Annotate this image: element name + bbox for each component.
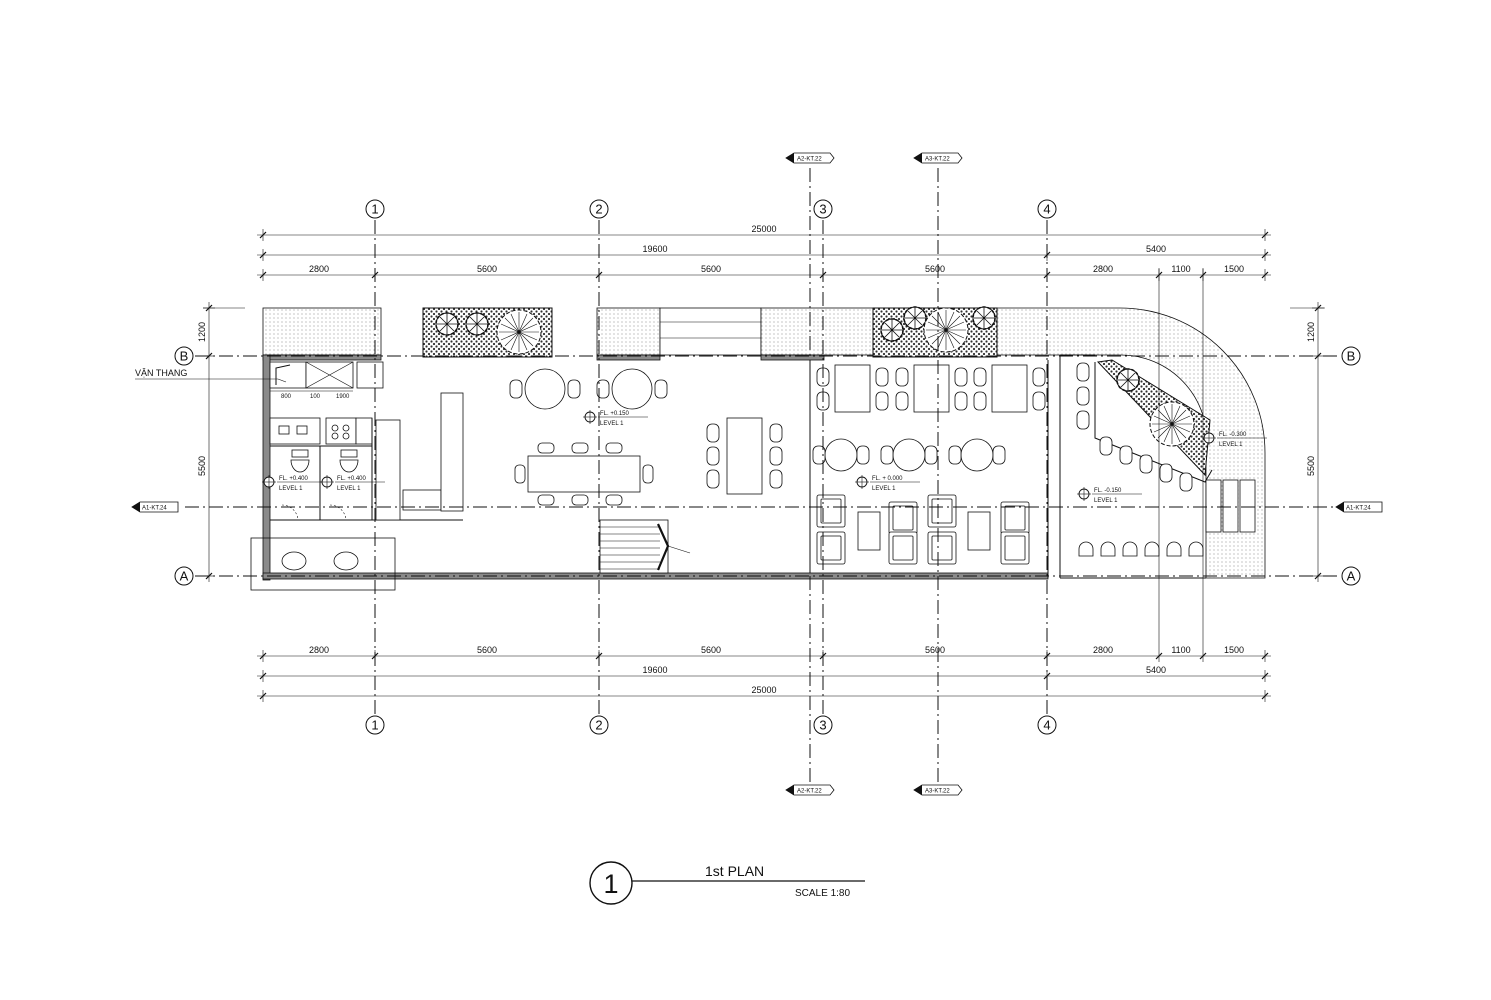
level-fl-2: FL. +0.400 bbox=[337, 476, 367, 482]
grid-label-1-top: 1 bbox=[371, 202, 378, 217]
section-label-left-a1: A1-KT.24 bbox=[142, 506, 167, 512]
dim-right-0: 1200 bbox=[1306, 322, 1316, 342]
dim-bottom-total-0: 25000 bbox=[751, 685, 776, 695]
dining-area-left bbox=[509, 368, 783, 506]
dim-top-bay-0: 2800 bbox=[309, 264, 329, 274]
elev-dim-1: 800 bbox=[281, 394, 292, 400]
level-lv-4: LEVEL 1 bbox=[1094, 498, 1118, 504]
grid-label-4-top: 4 bbox=[1043, 202, 1050, 217]
grid-label-2-bottom: 2 bbox=[595, 718, 602, 733]
elevator-label: VẬN THANG 800 100 1900 bbox=[135, 368, 353, 400]
level-lv-2: LEVEL 1 bbox=[337, 486, 361, 492]
grid-label-A-right: A bbox=[1347, 569, 1356, 584]
section-label-bottom-a2: A2-KT.22 bbox=[797, 789, 822, 795]
section-mark-right-a1 bbox=[1335, 501, 1383, 513]
dim-right-1: 5500 bbox=[1306, 456, 1316, 476]
dim-bottom-part-1: 5400 bbox=[1146, 665, 1166, 675]
dim-top-bay-6: 1500 bbox=[1224, 264, 1244, 274]
dim-bottom-bay-0: 2800 bbox=[309, 645, 329, 655]
staircase bbox=[599, 519, 691, 574]
dim-top-total-0: 25000 bbox=[751, 224, 776, 234]
dim-left-1: 5500 bbox=[197, 456, 207, 476]
dim-top-part-1: 5400 bbox=[1146, 244, 1166, 254]
grid-bubble-2-top bbox=[589, 199, 609, 219]
dimension-lines: 25000 19600 5400 2800 5600 5600 5600 2800 1100 15… bbox=[197, 224, 1325, 702]
seating-area-mid bbox=[812, 364, 1046, 565]
grid-bubble-1-top bbox=[365, 199, 385, 219]
title-number: 1 bbox=[603, 869, 618, 899]
grid-bubble-4-top bbox=[1037, 199, 1057, 219]
level-fl-0: FL. +0.150 bbox=[600, 411, 630, 417]
grid-bubble-B-right bbox=[1341, 346, 1361, 366]
dim-top-bay-3: 5600 bbox=[925, 264, 945, 274]
dim-top-part-0: 19600 bbox=[642, 244, 667, 254]
bar-area bbox=[1076, 359, 1256, 557]
grid-bubble-3-bottom bbox=[813, 715, 833, 735]
dim-bottom-bay-5: 1100 bbox=[1171, 645, 1190, 655]
section-label-top-a3: A3-KT.22 bbox=[925, 157, 950, 163]
elevator-label-text: VẬN THANG bbox=[135, 368, 187, 378]
title-scale: SCALE 1:80 bbox=[795, 888, 850, 899]
grid-label-1-bottom: 1 bbox=[371, 718, 378, 733]
grid-bubble-B-left bbox=[174, 346, 194, 366]
elev-dim-2: 100 bbox=[310, 394, 321, 400]
level-lv-0: LEVEL 1 bbox=[600, 421, 624, 427]
dim-bottom-bay-4: 2800 bbox=[1093, 645, 1113, 655]
grid-label-2-top: 2 bbox=[595, 202, 602, 217]
grid-bubble-3-top bbox=[813, 199, 833, 219]
level-fl-1: FL. +0.400 bbox=[279, 476, 309, 482]
level-lv-1: LEVEL 1 bbox=[279, 486, 303, 492]
dim-bottom-bay-3: 5600 bbox=[925, 645, 945, 655]
dim-top-bay-2: 5600 bbox=[701, 264, 721, 274]
level-fl-3: FL. + 0.000 bbox=[872, 476, 903, 482]
grid-label-B-right: B bbox=[1347, 349, 1356, 364]
level-fl-4: FL. -0.150 bbox=[1094, 488, 1122, 494]
grid-bubble-1-bottom bbox=[365, 715, 385, 735]
drawing-title: 1 1st PLAN SCALE 1:80 bbox=[589, 861, 865, 905]
grid-bubble-A-left bbox=[174, 566, 194, 586]
dim-top-bay-4: 2800 bbox=[1093, 264, 1113, 274]
level-fl-5: FL. -0.300 bbox=[1219, 432, 1247, 438]
grid-bubble-2-bottom bbox=[589, 715, 609, 735]
elev-dim-3: 1900 bbox=[336, 394, 350, 400]
dim-top-bay-5: 1100 bbox=[1171, 264, 1190, 274]
grid-label-3-bottom: 3 bbox=[819, 718, 826, 733]
dim-bottom-bay-6: 1500 bbox=[1224, 645, 1244, 655]
service-area bbox=[250, 361, 464, 591]
level-lv-3: LEVEL 1 bbox=[872, 486, 896, 492]
level-lv-5: LEVEL 1 bbox=[1219, 442, 1243, 448]
grid-bubble-A-right bbox=[1341, 566, 1361, 586]
planter-right bbox=[872, 306, 998, 358]
grid-label-3-top: 3 bbox=[819, 202, 826, 217]
section-label-right-a1: A1-KT.24 bbox=[1346, 506, 1371, 512]
planter-left bbox=[422, 307, 553, 358]
dim-bottom-part-0: 19600 bbox=[642, 665, 667, 675]
section-label-bottom-a3: A3-KT.22 bbox=[925, 789, 950, 795]
dim-bottom-bay-2: 5600 bbox=[701, 645, 721, 655]
section-label-top-a2: A2-KT.22 bbox=[797, 157, 822, 163]
dim-top-bay-1: 5600 bbox=[477, 264, 497, 274]
title-name: 1st PLAN bbox=[705, 863, 764, 879]
dim-bottom-bay-1: 5600 bbox=[477, 645, 497, 655]
grid-label-4-bottom: 4 bbox=[1043, 718, 1050, 733]
paved-area bbox=[262, 307, 1266, 579]
grid-label-A-left: A bbox=[180, 569, 189, 584]
grid-axes bbox=[185, 168, 1340, 782]
grid-bubble-4-bottom bbox=[1037, 715, 1057, 735]
dim-left-0: 1200 bbox=[197, 322, 207, 342]
grid-label-B-left: B bbox=[180, 349, 189, 364]
